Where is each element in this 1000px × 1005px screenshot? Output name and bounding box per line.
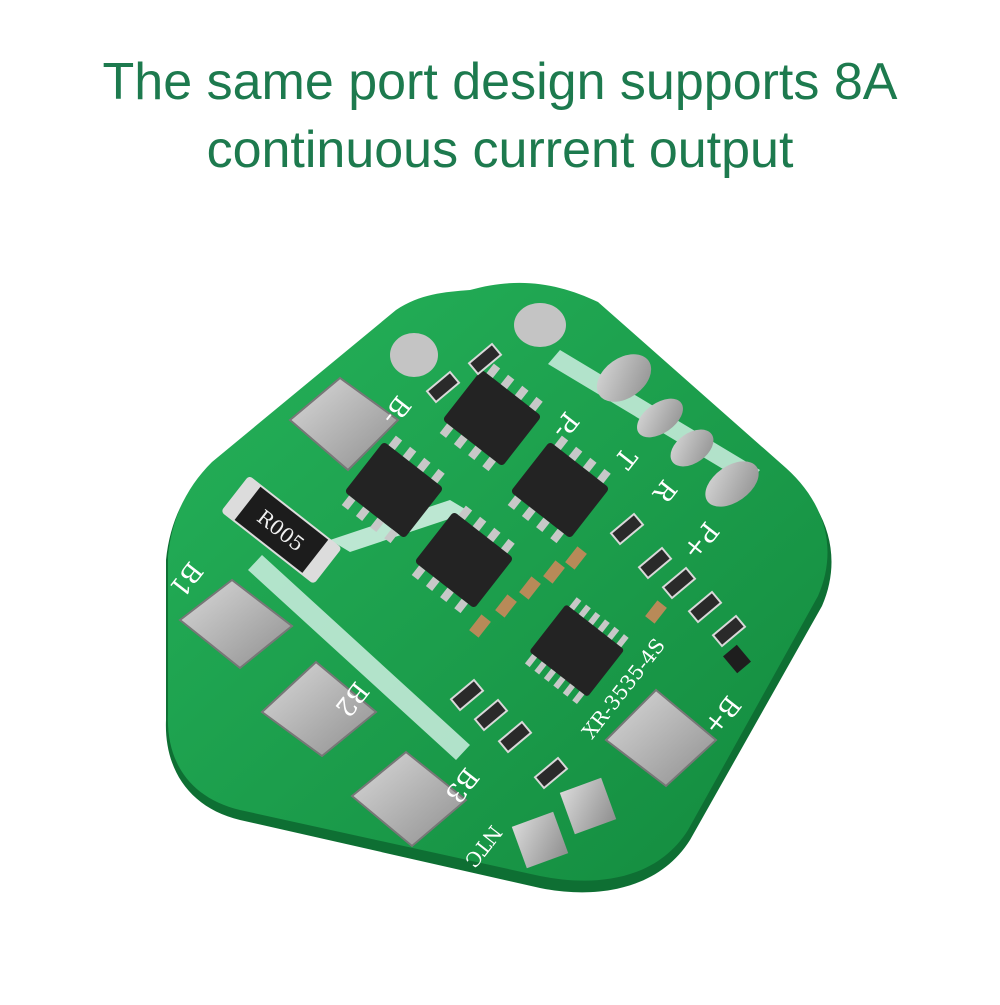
p-plus-pad bbox=[705, 461, 759, 507]
headline: The same port design supports 8A continu… bbox=[0, 48, 1000, 184]
headline-line-1: The same port design supports 8A bbox=[102, 53, 898, 111]
smd-resistors bbox=[425, 342, 747, 790]
mosfet-chip-2 bbox=[341, 435, 445, 544]
b-plus-pad bbox=[604, 688, 718, 788]
mount-hole bbox=[390, 333, 438, 377]
protection-ic bbox=[524, 597, 629, 705]
b1-pad bbox=[178, 578, 294, 670]
ntc-pad-1 bbox=[511, 811, 569, 869]
b2-pad bbox=[260, 660, 378, 758]
smd-transistor bbox=[723, 644, 751, 674]
shunt-resistor: R005 bbox=[222, 476, 341, 583]
b-minus-pad bbox=[288, 376, 400, 472]
mosfet-chip-4 bbox=[411, 505, 515, 614]
headline-line-2: continuous current output bbox=[206, 121, 794, 179]
t-pad bbox=[637, 398, 683, 438]
mount-hole bbox=[514, 303, 566, 347]
smd-capacitors bbox=[469, 546, 667, 638]
mosfet-chip-3 bbox=[507, 435, 611, 544]
mosfet-chip-1 bbox=[439, 363, 543, 472]
r-pad bbox=[670, 429, 714, 467]
p-minus-pad bbox=[596, 354, 652, 402]
b3-pad bbox=[350, 750, 468, 848]
ntc-pad-2 bbox=[559, 777, 617, 835]
silk-strip bbox=[248, 555, 470, 760]
